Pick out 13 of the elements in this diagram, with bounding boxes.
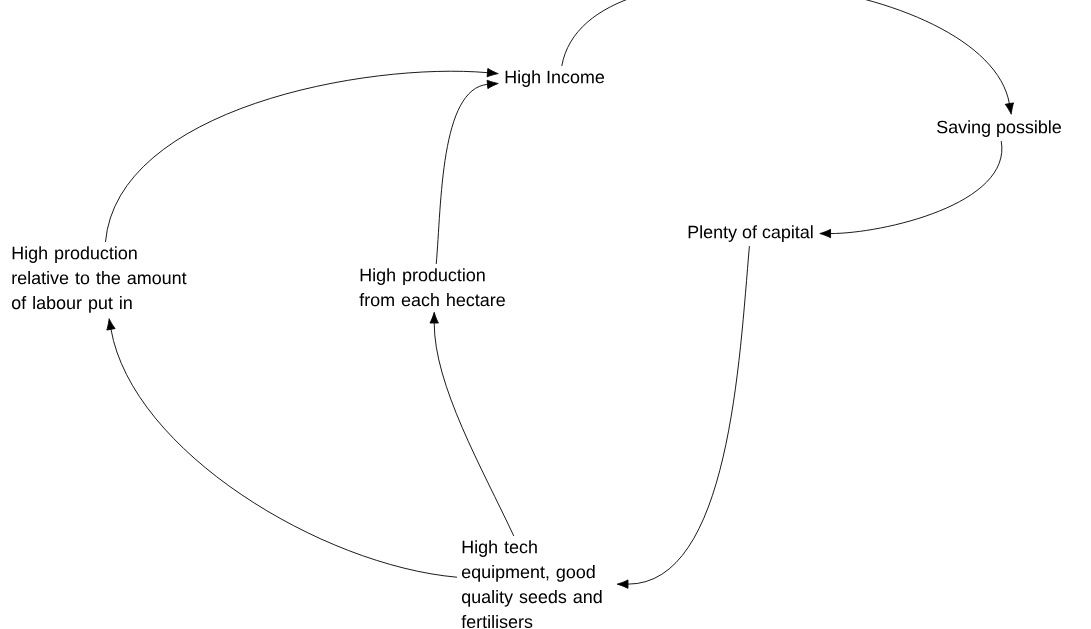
node-label: Saving possible: [937, 120, 1061, 137]
arrow: [435, 79, 499, 265]
node-label: High tech equipment, good quality seeds and fertilisers: [461, 540, 602, 629]
node-label: High production relative to the amount of labour put in: [11, 246, 187, 313]
arrow: [429, 311, 515, 537]
arrow: [561, 0, 1014, 115]
arrow: [106, 318, 458, 578]
node-label: Plenty of capital: [688, 225, 813, 242]
arrow: [819, 140, 1002, 239]
arrow: [105, 68, 499, 243]
node-label: High production from each hectare: [359, 268, 505, 307]
arrow: [616, 245, 750, 589]
node-label: High Income: [505, 70, 605, 87]
